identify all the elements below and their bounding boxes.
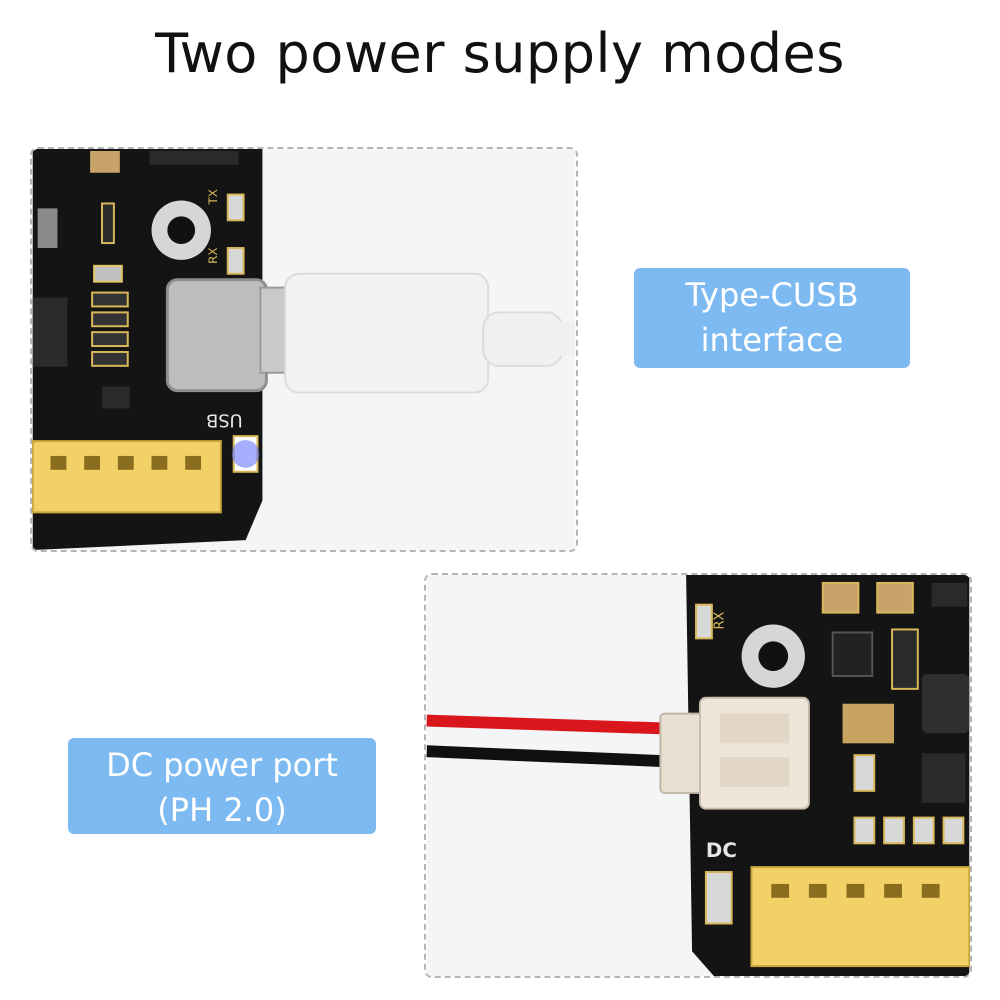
dc-silkscreen: DC xyxy=(706,839,737,862)
usb-silkscreen: USB xyxy=(206,409,243,430)
dc-photo-illustration: RX DC xyxy=(426,575,970,976)
ph2-connector-icon xyxy=(659,696,810,810)
usb-label-line-1: Type-CUSB xyxy=(685,276,859,314)
usb-interface-label: Type-CUSB interface xyxy=(634,268,910,368)
usb-photo: TX RX USB xyxy=(30,147,578,552)
rx-silkscreen: RX xyxy=(713,612,728,630)
page-title: Two power supply modes xyxy=(155,22,845,85)
dc-label-line-1: DC power port xyxy=(106,746,338,784)
red-wire xyxy=(426,714,665,735)
usb-label-line-2: interface xyxy=(700,321,844,359)
pin-header xyxy=(750,866,970,968)
tx-silkscreen: TX xyxy=(206,189,220,205)
dc-port-label: DC power port (PH 2.0) xyxy=(68,738,376,834)
mounting-hole-icon xyxy=(741,624,805,688)
rx-silkscreen: RX xyxy=(206,247,220,263)
usb-c-plug-icon xyxy=(259,272,576,394)
usb-photo-illustration: TX RX USB xyxy=(32,149,576,550)
dc-photo: RX DC xyxy=(424,573,972,978)
pin-header xyxy=(32,440,222,514)
mounting-hole-icon xyxy=(151,200,211,260)
black-wire xyxy=(426,745,665,768)
dc-label-line-2: (PH 2.0) xyxy=(157,791,287,829)
usb-c-socket xyxy=(165,278,268,393)
